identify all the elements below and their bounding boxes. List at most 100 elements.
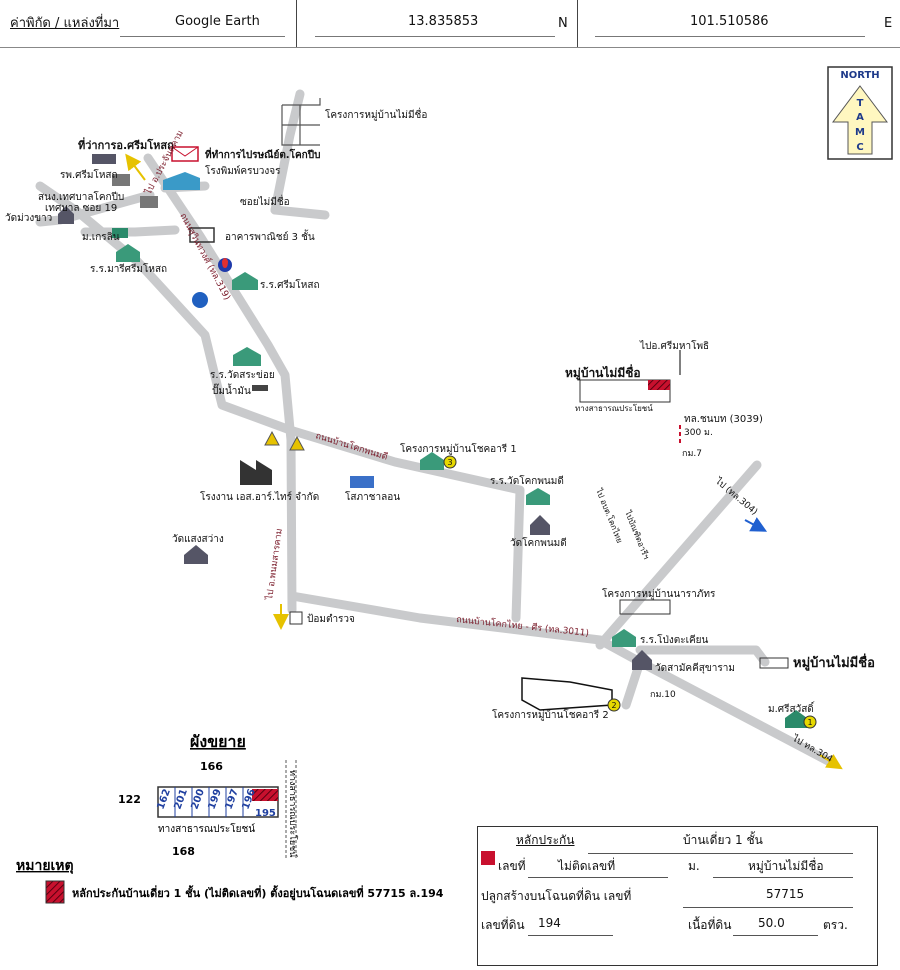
label-project-chokdee1: โครงการหมู่บ้านโชคอารี 1 <box>400 442 517 455</box>
label-km10: กม.10 <box>650 690 676 700</box>
coordinate-header: ค่าพิกัด / แหล่งที่มา Google Earth 13.83… <box>0 0 900 48</box>
label-wat-khok: วัดโคกพนมดี <box>510 536 567 549</box>
label-school-mary: ร.ร.มารีศรีมโหสถ <box>90 262 167 275</box>
landno-label: เลขที่ดิน <box>481 918 525 932</box>
inset-title: ผังขยาย <box>190 732 246 751</box>
label-building3: อาคารพาณิชย์ 3 ชั้น <box>225 229 315 243</box>
temple-hall-icon <box>350 476 374 488</box>
landno-value: 194 <box>538 916 561 930</box>
project-grid <box>619 599 671 615</box>
collateral-color-marker <box>481 851 495 865</box>
moo-label: ม. <box>688 859 700 873</box>
label-district-office: ที่ว่าการอ.ศรีมโหสถ <box>78 137 174 152</box>
area-value: 50.0 <box>758 916 785 930</box>
svg-text:166: 166 <box>200 760 223 773</box>
svg-text:3: 3 <box>447 458 452 467</box>
label-wat-saeng: วัดแสงสว่าง <box>172 534 224 545</box>
municipal-icon <box>140 196 158 208</box>
label-wat-muang: วัดม่วงขาว <box>5 213 52 224</box>
label-to-sri: ไปอ.ศรีมหาโพธิ <box>639 339 709 352</box>
collateral-marker <box>648 380 670 390</box>
school-icon <box>526 488 550 505</box>
label-dist300: 300 ม. <box>684 428 713 438</box>
label-project-chokdee2: โครงการหมู่บ้านโชคอารี 2 <box>492 708 609 721</box>
round-icon <box>192 292 208 308</box>
coordinate-label: ค่าพิกัด / แหล่งที่มา <box>10 16 120 31</box>
label-school-watsra: ร.ร.วัดสระข่อย <box>210 370 275 381</box>
inset-plan: ผังขยาย 166 122 168 162 201 200 199 197 … <box>118 732 299 860</box>
school-icon <box>116 244 140 262</box>
collateral-village-grid <box>579 379 671 403</box>
label-market: ม.เกรลิน <box>82 232 120 243</box>
number-value: ไม่ติดเลขที่ <box>558 859 616 873</box>
label-project-naram: โครงการหมู่บ้านนาราภัทร <box>602 587 716 600</box>
svg-text:195: 195 <box>255 808 276 819</box>
temple-icon <box>58 206 74 224</box>
label-soi-unnamed: ซอยไม่มีชื่อ <box>240 194 290 208</box>
project-chokdee2-outline <box>521 677 613 711</box>
label-factory: โรงงาน เอส.อาร์.ไทร์ จำกัด <box>200 490 319 503</box>
label-to-school: ไปบัณฑิตอารีฯ <box>623 508 651 560</box>
school-icon <box>233 347 261 366</box>
latitude-dir: N <box>558 16 568 31</box>
label-printing: โรงพิมพ์ครบวงจร <box>205 164 281 177</box>
label-village-unnamed-right: หมู่บ้านไม่มีชื่อ <box>793 653 875 671</box>
label-road319-b: ถนนสุวินทวงศ์ (ทล.319) <box>177 211 233 302</box>
road-network <box>35 89 835 767</box>
svg-text:M: M <box>855 127 865 138</box>
school-icon <box>420 452 444 470</box>
legend-text: หลักประกันบ้านเดี่ยว 1 ชั้น (ไม่ติดเลขที… <box>72 885 444 901</box>
direction-arrows <box>125 153 843 770</box>
police-box-icon <box>289 611 303 625</box>
village-icon <box>785 710 807 728</box>
label-police: ป้อมตำรวจ <box>307 613 355 625</box>
source-value: Google Earth <box>175 14 260 29</box>
post-office-icon <box>171 146 199 162</box>
school-icon <box>612 629 636 647</box>
label-public-road: ทางสาธารณประโยชน์ <box>575 403 653 413</box>
latitude-value: 13.835853 <box>408 14 479 29</box>
district-office-icon <box>92 154 116 164</box>
number-label: เลขที่ <box>498 859 526 873</box>
area-label: เนื้อที่ดิน <box>688 918 732 932</box>
hospital-icon <box>112 174 130 186</box>
label-road3011: ถนนบ้านโคกไทย - ศีร (ทล.3011) <box>456 614 590 639</box>
label-wat-santi: วัดสามัคคีสุขาราม <box>655 662 735 674</box>
svg-text:168: 168 <box>172 845 195 858</box>
label-hospital: รพ.ศรีมโหสถ <box>60 168 118 181</box>
label-km7: กม.7 <box>682 449 702 459</box>
label-post-office: ที่ทำการไปรษณีย์ต.โคกปีบ <box>205 147 320 161</box>
label-project-unnamed-top: โครงการหมู่บ้านไม่มีชื่อ <box>325 107 427 121</box>
deed-label: ปลูกสร้างบนโฉนดที่ดิน เลขที่ <box>481 889 632 903</box>
label-project-unnamed-right: หมู่บ้านไม่มีชื่อ <box>565 364 641 381</box>
label-school-pongtakian: ร.ร.โป่งตะเคียน <box>640 633 709 646</box>
svg-text:NORTH: NORTH <box>840 70 879 81</box>
building-icons <box>58 146 817 729</box>
deed-value: 57715 <box>766 887 805 901</box>
temple-icon <box>184 545 208 564</box>
label-school-watkhok: ร.ร.วัดโคกพนมดี <box>490 474 564 487</box>
svg-text:T: T <box>857 98 864 109</box>
label-to-phanom: ไป อ.พนมสารคาม <box>264 528 285 602</box>
svg-text:ทางสาธารณประโยชน์: ทางสาธารณประโยชน์ <box>158 822 255 835</box>
area-unit: ตรว. <box>823 918 848 932</box>
svg-text:A: A <box>856 112 864 123</box>
longitude-dir: E <box>884 16 893 31</box>
legend-title: หมายเหตุ <box>16 858 74 874</box>
printing-icon <box>163 172 200 190</box>
svg-text:ทางสาธารณประโยชน์: ทางสาธารณประโยชน์ <box>287 770 299 858</box>
warning-sign-icon <box>264 430 280 446</box>
village-grid-right <box>759 657 789 669</box>
map-labels: โครงการหมู่บ้านไม่มีชื่อ ที่ว่าการอ.ศรีม… <box>5 107 875 765</box>
gas-pump-icon <box>252 385 268 391</box>
longitude-value: 101.510586 <box>690 14 769 29</box>
collateral-label: หลักประกัน <box>516 833 575 847</box>
market-icon <box>112 228 128 238</box>
svg-text:1: 1 <box>807 718 812 727</box>
label-municipal: สนง.เทศบาลโคกปีบ <box>38 190 124 203</box>
label-temple-salaa: โสภาชาลอน <box>345 490 400 503</box>
legend: หมายเหตุ หลักประกันบ้านเดี่ยว 1 ชั้น (ไม… <box>16 858 444 904</box>
location-map: NORTH T A M C <box>5 66 893 904</box>
label-road-khokphanom: ถนนบ้านโคกพนมดี <box>314 430 389 462</box>
label-road3039: ทล.ชนบท (3039) <box>684 414 763 425</box>
